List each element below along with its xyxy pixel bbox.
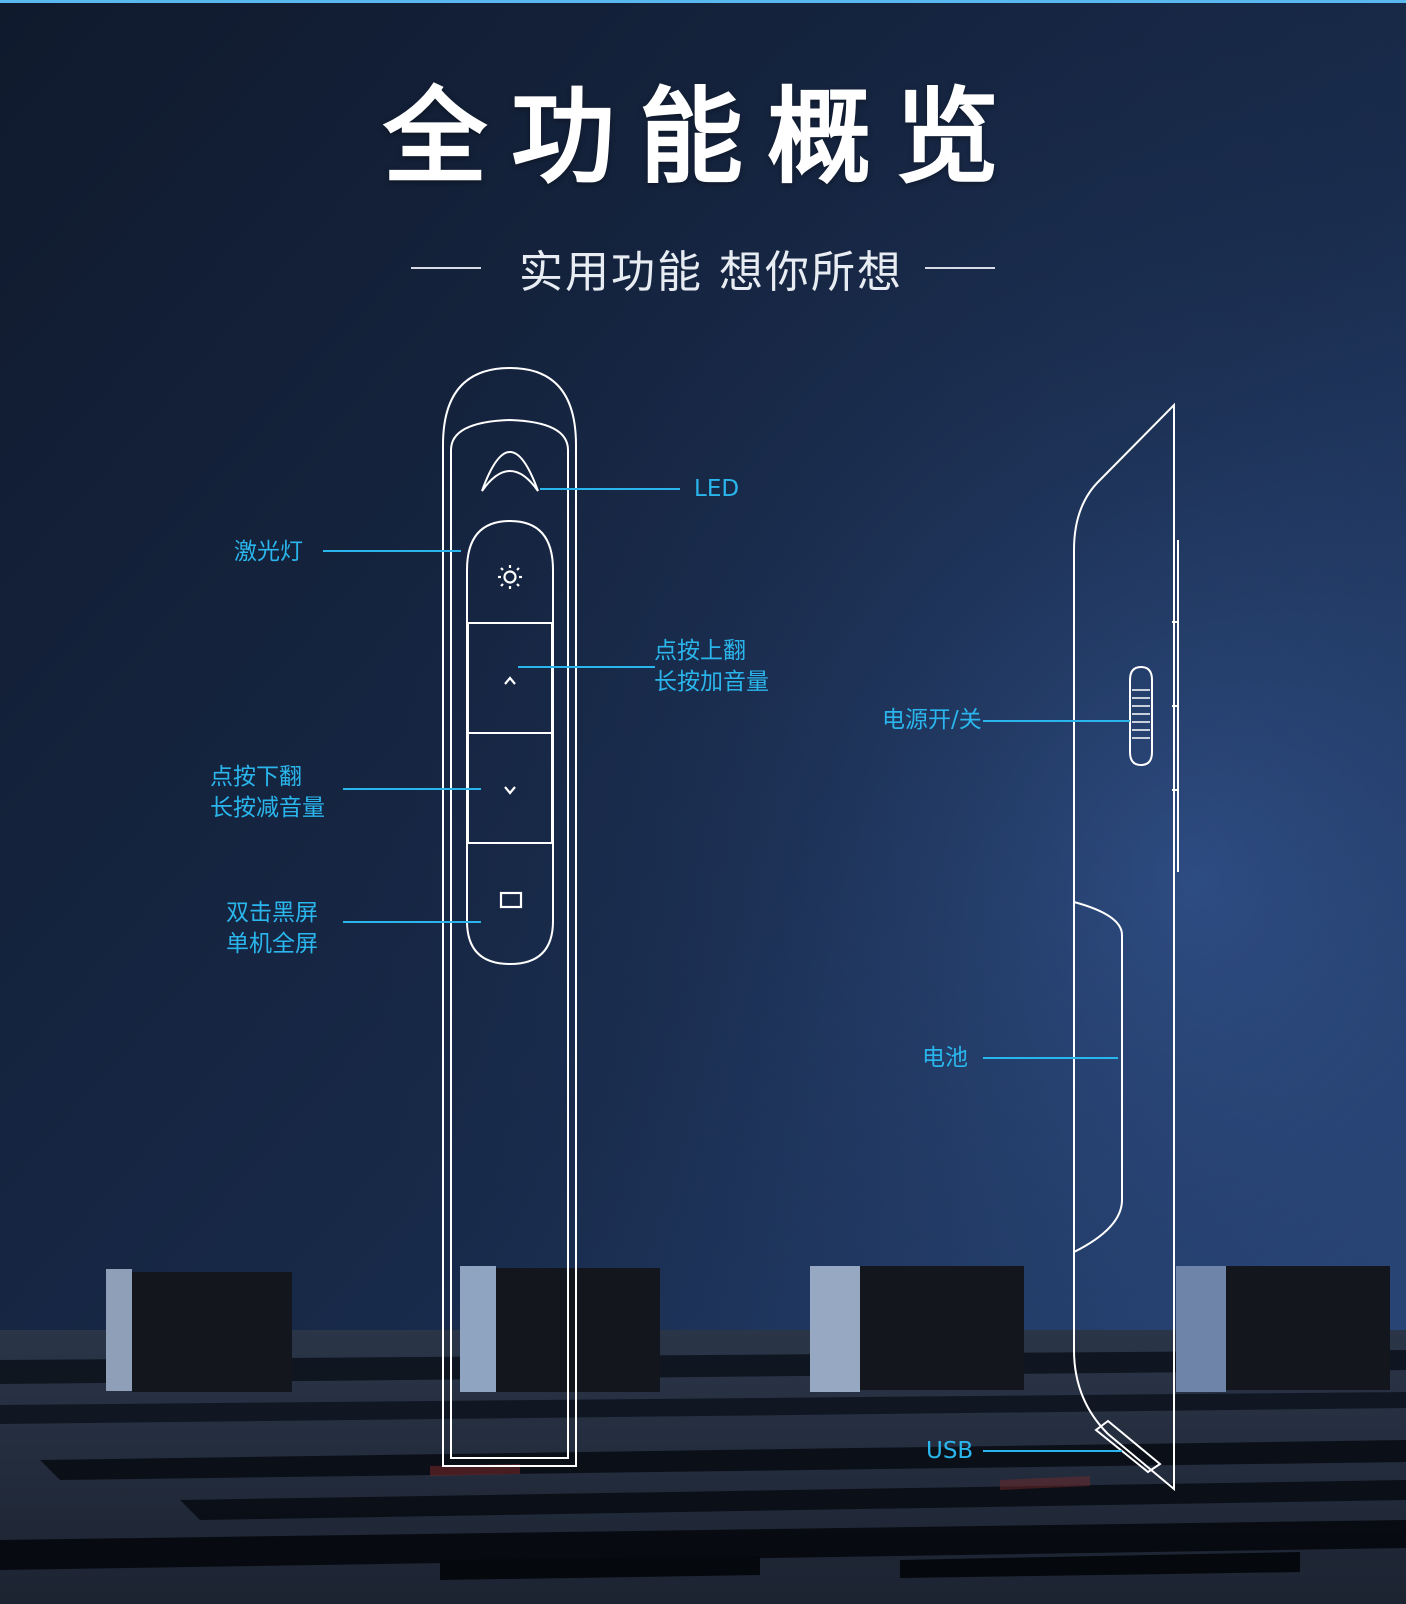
callout-power: 电源开/关 <box>882 707 982 733</box>
cube-4 <box>1176 1266 1390 1392</box>
subtitle: 实用功能 想你所想 <box>519 247 903 298</box>
page-title: 全功能概览 <box>382 76 1023 198</box>
button-panel <box>466 519 554 966</box>
callout-black-screen-line-1: 双击黑屏 <box>226 900 318 926</box>
callout-lines <box>323 488 1130 1452</box>
callout-black-screen: 双击黑屏 单机全屏 <box>226 898 318 960</box>
battery-cover <box>1073 901 1123 1253</box>
callout-laser: 激光灯 <box>234 539 303 565</box>
callout-led: LED <box>694 476 740 502</box>
callout-page-up: 点按上翻 长按加音量 <box>654 636 769 698</box>
power-switch <box>1129 665 1153 767</box>
sun-icon <box>498 565 522 589</box>
square-icon <box>499 891 523 909</box>
callout-page-up-line-1: 点按上翻 <box>654 638 746 664</box>
callout-page-down: 点按下翻 长按减音量 <box>210 762 325 824</box>
remote-side-view <box>1073 402 1179 1492</box>
chevron-down-icon <box>504 786 516 795</box>
usb-port <box>1094 1419 1162 1474</box>
chevron-up-icon <box>504 676 516 685</box>
subtitle-rule-right <box>925 267 995 269</box>
callout-battery: 电池 <box>922 1045 968 1071</box>
callout-page-down-line-1: 点按下翻 <box>210 764 302 790</box>
callout-usb: USB <box>926 1438 974 1464</box>
callout-page-up-line-2: 长按加音量 <box>654 669 769 695</box>
cube-2 <box>460 1266 660 1392</box>
cube-1 <box>106 1269 292 1392</box>
subtitle-rule-left <box>411 267 481 269</box>
callout-black-screen-line-2: 单机全屏 <box>226 931 318 957</box>
cube-3 <box>810 1266 1024 1392</box>
remote-front-view <box>442 366 577 1467</box>
led-arc-icon <box>481 450 539 492</box>
subtitle-row: 实用功能 想你所想 <box>0 240 1406 298</box>
callout-page-down-line-2: 长按减音量 <box>210 795 325 821</box>
